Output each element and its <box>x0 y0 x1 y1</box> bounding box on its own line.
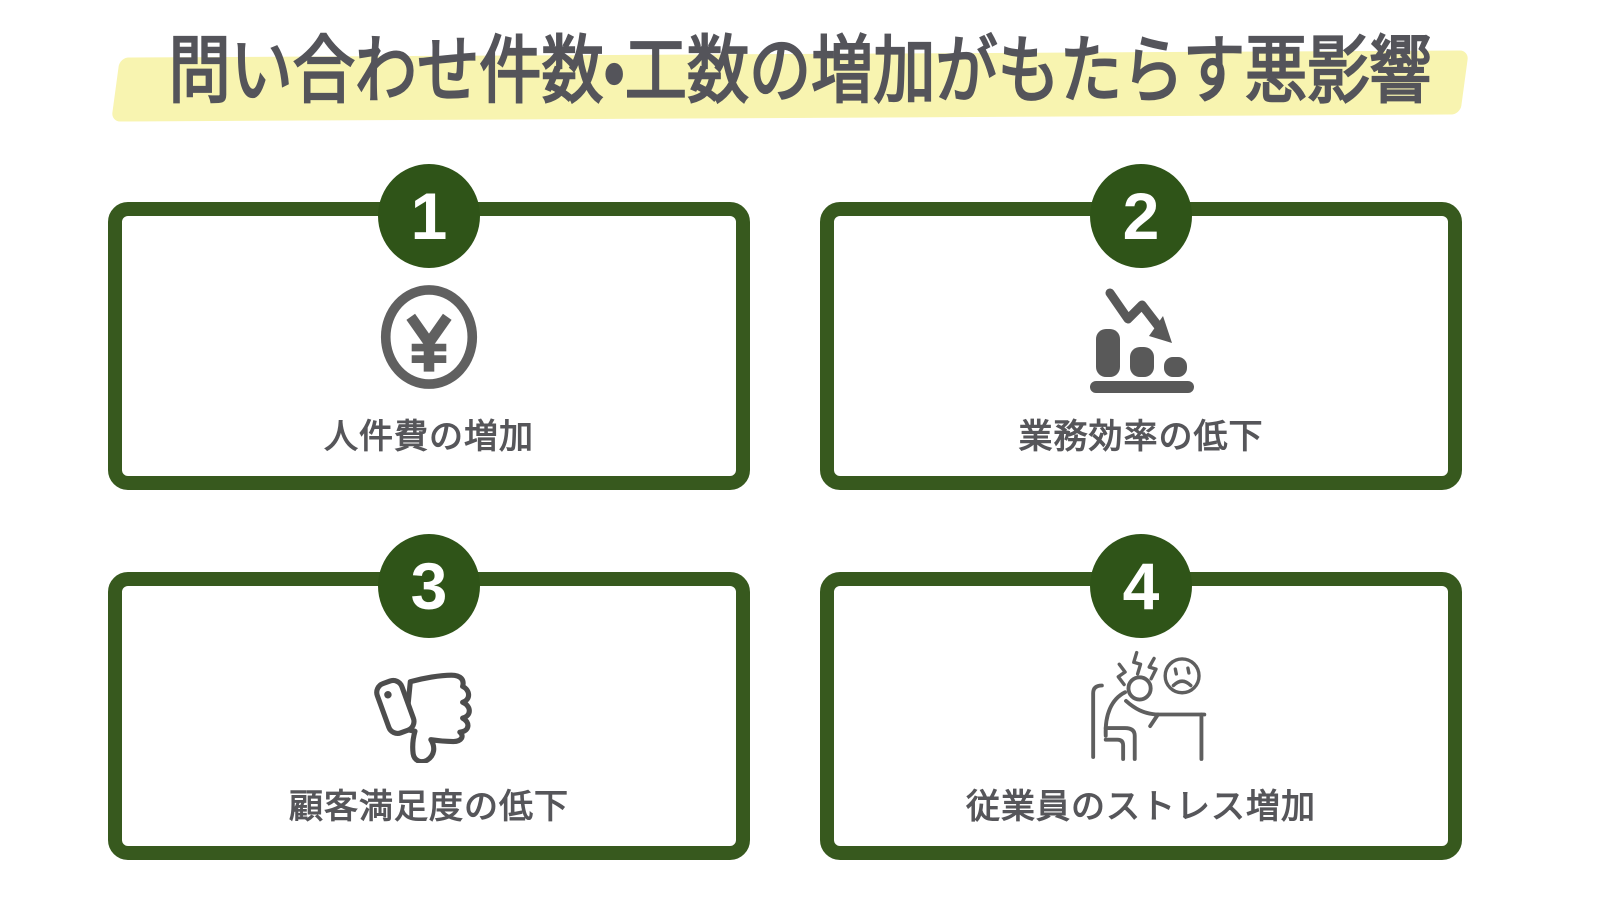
number-badge: 3 <box>378 534 480 638</box>
card-labor-cost: 1 人件費の増加 <box>108 164 750 490</box>
stressed-employee-icon <box>1069 643 1214 763</box>
card-label: 従業員のストレス増加 <box>966 788 1316 827</box>
title-area: 問い合わせ件数・工数の増加がもたらす悪影響 <box>0 0 1600 150</box>
card-grid: 1 人件費の増加 2 <box>108 164 1462 860</box>
number-badge: 4 <box>1090 534 1192 638</box>
card-efficiency-drop: 2 業務効率の低下 <box>820 164 1462 490</box>
card-label: 人件費の増加 <box>324 418 534 457</box>
page-title: 問い合わせ件数・工数の増加がもたらす悪影響 <box>168 29 1432 112</box>
thumbs-down-icon <box>366 643 492 764</box>
number-badge: 1 <box>378 164 480 268</box>
yen-coin-icon <box>379 273 479 393</box>
number-badge: 2 <box>1090 164 1192 268</box>
card-label: 顧客満足度の低下 <box>289 788 569 827</box>
card-customer-satisfaction-drop: 3 顧客満足度の低下 <box>108 534 750 860</box>
card-label: 業務効率の低下 <box>1018 418 1264 457</box>
card-employee-stress: 4 <box>820 534 1462 860</box>
declining-bar-chart-icon <box>1086 273 1196 394</box>
